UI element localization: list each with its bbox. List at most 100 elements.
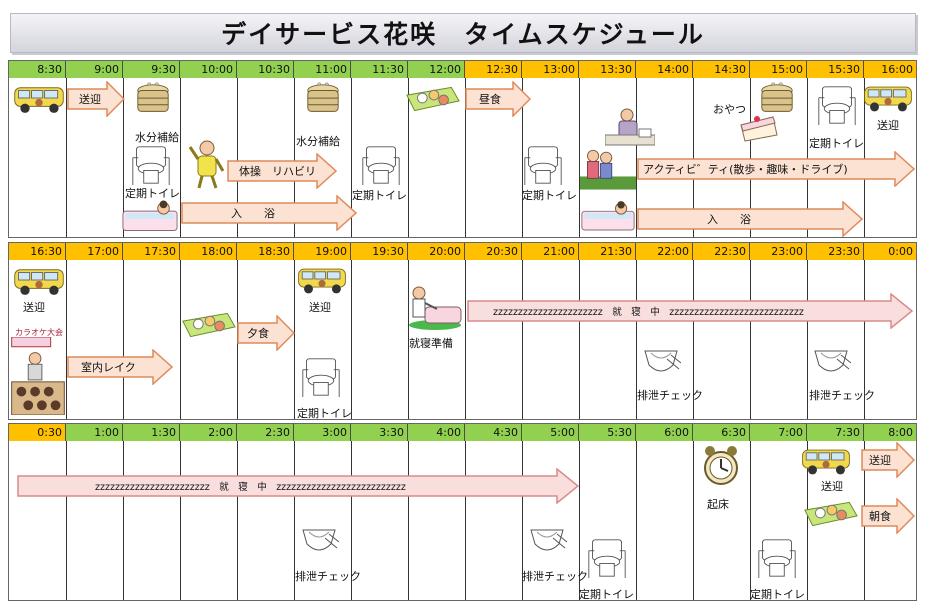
arrow-lunch-text: 昼食 — [479, 93, 501, 106]
cake-icon — [739, 113, 779, 143]
time-cell: 20:00 — [408, 243, 465, 260]
arrow-bath-2-text: 入 浴 — [707, 213, 751, 226]
label-toilet-3: 定期トイレ — [522, 189, 577, 202]
time-header: 8:30 9:00 9:30 10:00 10:30 11:00 11:30 1… — [9, 61, 916, 78]
elder-desk-icon — [605, 107, 655, 147]
arrow-breakfast-text: 朝食 — [869, 510, 891, 523]
label-toilet: 定期トイレ — [297, 407, 352, 420]
time-cell: 22:00 — [636, 243, 693, 260]
label-toilet-1: 定期トイレ — [579, 588, 634, 601]
time-cell: 23:30 — [807, 243, 864, 260]
time-cell: 2:00 — [180, 424, 237, 441]
time-cell: 20:30 — [465, 243, 522, 260]
arrow-activity — [637, 151, 915, 187]
time-cell: 9:00 — [66, 61, 123, 78]
time-header: 0:30 1:00 1:30 2:00 2:30 3:00 3:30 4:00 … — [9, 424, 916, 441]
time-cell: 21:00 — [522, 243, 579, 260]
karaoke-icon — [11, 337, 65, 415]
van-icon — [295, 263, 349, 295]
diaper-icon — [641, 345, 681, 379]
time-cell: 5:30 — [579, 424, 636, 441]
time-cell: 13:00 — [522, 61, 579, 78]
time-cell: 5:00 — [522, 424, 579, 441]
label-check-1: 排泄チェック — [295, 570, 361, 583]
van-icon — [11, 263, 67, 297]
time-cell: 10:30 — [237, 61, 294, 78]
arrow-sleep-text: zzzzzzzzzzzzzzzzzzzzzz 就 寝 中 zzzzzzzzzzz… — [493, 307, 804, 318]
toilet-icon — [523, 143, 563, 187]
time-cell: 3:00 — [294, 424, 351, 441]
schedule-band-3: 0:30 1:00 1:30 2:00 2:30 3:00 3:30 4:00 … — [8, 423, 917, 601]
toilet-icon — [301, 355, 341, 399]
time-cell: 11:30 — [351, 61, 408, 78]
time-cell: 11:00 — [294, 61, 351, 78]
bath-icon — [121, 199, 179, 233]
arrow-dinner-text: 夕食 — [247, 327, 269, 340]
arrow-exercise — [227, 153, 337, 189]
arrow-bath-1-text: 入 浴 — [231, 207, 275, 220]
time-cell: 8:00 — [864, 424, 916, 441]
label-pickup: 送迎 — [821, 480, 843, 493]
time-cell: 15:00 — [750, 61, 807, 78]
arrow-dinner — [237, 315, 295, 351]
label-toilet-2: 定期トイレ — [352, 189, 407, 202]
bed-prep-icon — [407, 285, 463, 331]
exercise-person-icon — [189, 139, 225, 189]
time-cell: 14:30 — [693, 61, 750, 78]
time-cell: 6:30 — [693, 424, 750, 441]
label-toilet-4: 定期トイレ — [809, 137, 864, 150]
time-cell: 10:00 — [180, 61, 237, 78]
time-cell: 8:30 — [9, 61, 66, 78]
van-icon — [799, 444, 853, 476]
meal-tray-icon — [403, 83, 461, 113]
time-cell: 1:00 — [66, 424, 123, 441]
time-cell: 16:00 — [864, 61, 916, 78]
toilet-icon — [131, 143, 171, 187]
label-toilet-2: 定期トイレ — [750, 588, 805, 601]
arrow-pickup-text: 送迎 — [869, 454, 891, 467]
arrow-recreation — [67, 349, 173, 385]
time-cell: 17:00 — [66, 243, 123, 260]
time-cell: 17:30 — [123, 243, 180, 260]
arrow-sleep — [17, 468, 579, 504]
diaper-icon — [527, 524, 567, 558]
time-cell: 2:30 — [237, 424, 294, 441]
schedule-band-1: 8:30 9:00 9:30 10:00 10:30 11:00 11:30 1… — [8, 60, 917, 238]
arrow-bath-2 — [637, 201, 863, 237]
toilet-icon — [817, 83, 857, 127]
time-cell: 12:30 — [465, 61, 522, 78]
time-cell: 21:30 — [579, 243, 636, 260]
van-icon — [861, 81, 915, 113]
time-cell: 7:00 — [750, 424, 807, 441]
time-cell: 7:30 — [807, 424, 864, 441]
time-cell: 4:00 — [408, 424, 465, 441]
time-cell: 3:30 — [351, 424, 408, 441]
time-cell: 13:30 — [579, 61, 636, 78]
label-bed-prep: 就寝準備 — [409, 337, 453, 350]
label-karaoke: カラオケ大会 — [15, 328, 63, 337]
toilet-icon — [587, 536, 627, 580]
alarm-clock-icon — [701, 444, 741, 488]
van-icon — [11, 81, 67, 115]
arrow-recreation-text: 室内レイク — [81, 361, 136, 374]
meal-tray-icon — [801, 498, 859, 528]
time-cell: 14:00 — [636, 61, 693, 78]
title-bar: デイサービス花咲 タイムスケジュール — [10, 13, 916, 53]
arrow-bath-1 — [181, 195, 357, 231]
walking-people-icon — [580, 147, 636, 191]
label-wake: 起床 — [707, 498, 729, 511]
steamer-icon — [304, 81, 342, 119]
toilet-icon — [361, 143, 401, 187]
label-snack: おやつ — [713, 103, 746, 116]
arrow-lunch — [465, 81, 531, 117]
arrow-breakfast — [861, 498, 915, 534]
time-cell: 0:30 — [9, 424, 66, 441]
time-header: 16:30 17:00 17:30 18:00 18:30 19:00 19:3… — [9, 243, 916, 260]
time-cell: 18:30 — [237, 243, 294, 260]
label-water-2: 水分補給 — [296, 135, 340, 148]
page-title: デイサービス花咲 タイムスケジュール — [221, 20, 705, 49]
time-cell: 18:00 — [180, 243, 237, 260]
bath-icon — [580, 199, 636, 233]
arrow-exercise-text: 体操 リハビリ — [239, 165, 316, 178]
steamer-icon — [134, 81, 172, 119]
